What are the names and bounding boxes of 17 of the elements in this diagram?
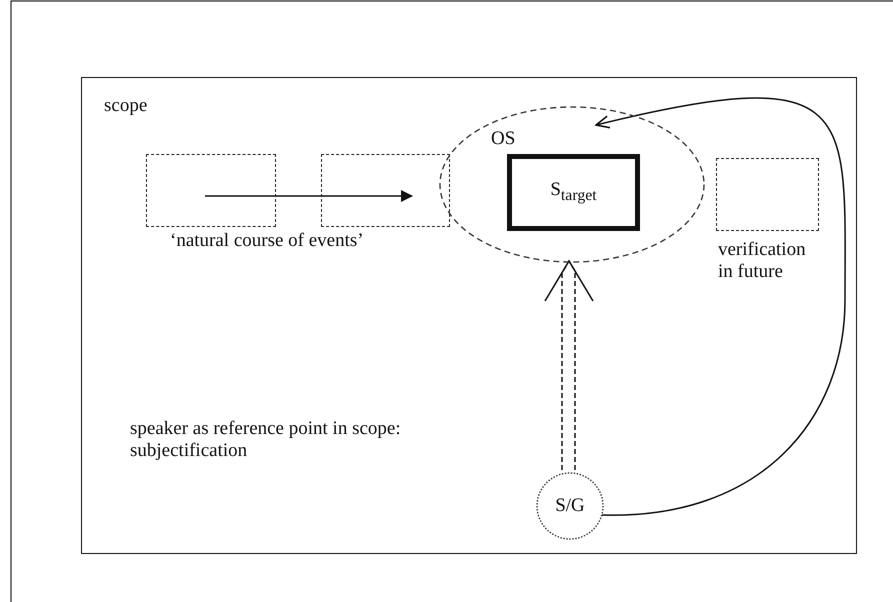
dotted-circle — [536, 472, 604, 540]
node-label: OS — [491, 128, 516, 150]
double-arrow — [544, 260, 594, 471]
target-box — [507, 154, 640, 231]
box-caption: verification in future — [718, 239, 807, 283]
curved-arrow — [595, 98, 846, 516]
dashed-ellipse — [439, 106, 705, 263]
note-text: speaker as reference point in scope: subjectification — [130, 418, 402, 462]
dashed-box — [321, 154, 450, 227]
dashed-box — [146, 154, 276, 227]
node-label: S$_{target}$ — [550, 178, 597, 206]
node-label: scope — [104, 95, 148, 117]
scope-frame — [81, 77, 857, 554]
arrow-caption: ‘natural course of events’ — [170, 230, 364, 252]
arrow — [205, 190, 413, 202]
node-label: S/G — [555, 495, 585, 517]
dashed-box — [716, 158, 819, 231]
